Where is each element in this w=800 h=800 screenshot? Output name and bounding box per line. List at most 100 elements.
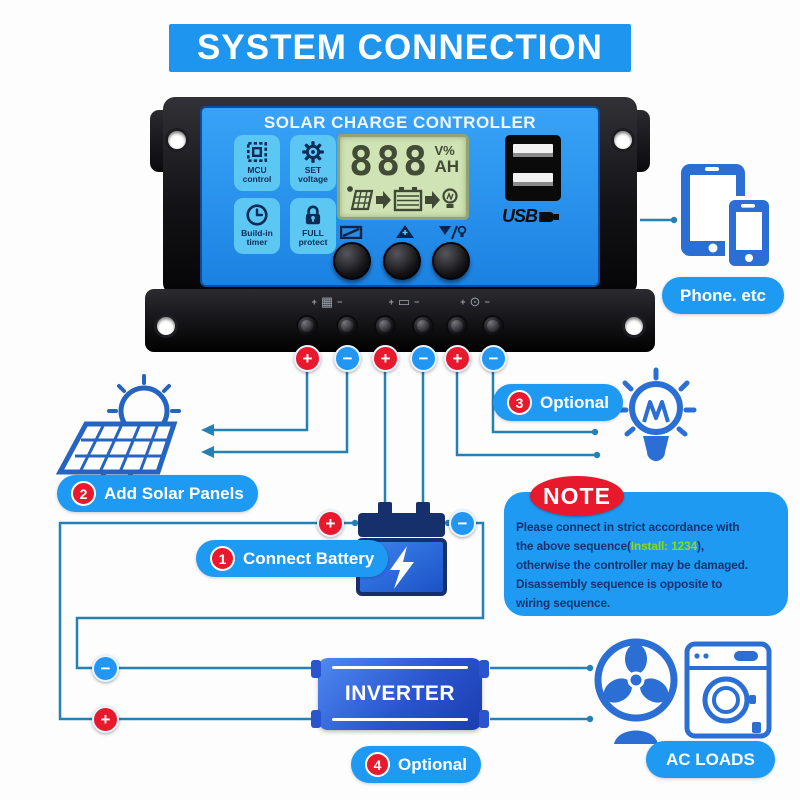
terminal-screw — [336, 315, 358, 337]
usb-logo-text: USB — [502, 206, 538, 226]
feature-mcu-control: MCU control — [234, 135, 280, 191]
feature-label: SET voltage — [298, 165, 328, 185]
phone-tablet-icon — [681, 164, 773, 270]
usb-ports — [505, 135, 561, 201]
step-label: Connect Battery — [243, 548, 375, 568]
inverter-connector — [479, 710, 489, 728]
inverter-connector — [479, 660, 489, 678]
page-title: SYSTEM CONNECTION — [197, 28, 603, 67]
ac-loads-label: AC LOADS — [646, 741, 775, 778]
step-3-optional: 3 Optional — [493, 384, 623, 421]
feature-label: Build-in timer — [241, 228, 273, 248]
feature-full-protect: FULL protect — [290, 198, 336, 254]
note-install-sequence: Install: 1234 — [630, 539, 698, 554]
light-glyph: ⊙ — [469, 294, 481, 309]
washing-machine-icon — [684, 641, 772, 739]
solar-panel-icon — [55, 374, 181, 490]
controller-title: SOLAR CHARGE CONTROLLER — [263, 113, 537, 132]
note-line: otherwise the controller may be damaged. — [516, 558, 749, 573]
battery-wire-minus-badge: − — [449, 510, 476, 537]
step-2-add-solar-panels: 2 Add Solar Panels — [57, 475, 258, 512]
up-arrow-icon — [395, 225, 415, 244]
chip-icon — [246, 141, 268, 163]
terminal-polarity-badge: + — [294, 345, 321, 372]
terminal-screw — [412, 315, 434, 337]
terminal-polarity-badge: − — [410, 345, 437, 372]
usb-plug-icon — [539, 211, 560, 222]
step-label: Add Solar Panels — [104, 483, 244, 503]
button-up — [383, 242, 421, 280]
lcd-display: 888 V% AH — [337, 134, 469, 220]
note-line: Disassembly sequence is opposite to — [516, 577, 723, 592]
terminal-screw — [296, 315, 318, 337]
step-label: Optional — [398, 754, 467, 774]
terminal-polarity-badge: + — [372, 345, 399, 372]
battery-wire-plus-badge: + — [317, 510, 344, 537]
terminal-screw — [482, 315, 504, 337]
arrowhead-solar-1 — [201, 424, 214, 436]
solar-battery-load-flow-icon — [347, 186, 458, 212]
controller-front-panel: SOLAR CHARGE CONTROLLER MCU control — [200, 106, 600, 287]
terminal-polarity-badge: + — [444, 345, 471, 372]
usb-port-1 — [513, 144, 553, 157]
clock-icon — [246, 204, 268, 226]
button-battery-type — [333, 242, 371, 280]
step-number-badge: 3 — [507, 390, 532, 415]
lock-icon — [305, 205, 321, 225]
terminal-group-solar: +▦− — [311, 294, 343, 309]
mounting-hole — [625, 317, 643, 335]
note-line: Please connect in strict accordance with — [516, 520, 740, 534]
inverter-connector — [311, 710, 321, 728]
battery-select-icon — [339, 225, 364, 244]
feature-set-voltage: SET voltage — [290, 135, 336, 191]
step-number-badge: 4 — [365, 752, 390, 777]
wire-end-dot — [593, 451, 601, 459]
terminal-polarity-badge: − — [334, 345, 361, 372]
inverter-box: INVERTER — [311, 658, 489, 730]
step-4-optional: 4 Optional — [351, 746, 481, 783]
phone-label: Phone. etc — [662, 277, 784, 314]
note-line: the above sequence(Install: 1234), — [516, 539, 705, 554]
inverter-stripe — [332, 718, 468, 721]
battery-glyph: ▭ — [397, 294, 411, 309]
mounting-hole — [614, 131, 632, 149]
step-number-badge: 1 — [210, 546, 235, 571]
note-text: Please connect in strict accordance with… — [516, 518, 778, 614]
note-title: NOTE — [543, 482, 611, 509]
step-label: Optional — [540, 392, 609, 412]
inverter-connector — [311, 660, 321, 678]
inverter-wire-plus-badge: + — [92, 706, 119, 733]
note-line: wiring sequence. — [516, 596, 611, 611]
lcd-unit-volt-percent: V% — [434, 143, 455, 158]
step-number-badge: 2 — [71, 481, 96, 506]
feature-label: MCU control — [242, 165, 272, 185]
terminal-band — [145, 289, 655, 352]
usb-port-2 — [513, 173, 553, 186]
terminal-polarity-badge: − — [480, 345, 507, 372]
wire-end-dot — [591, 428, 599, 436]
terminal-screw — [446, 315, 468, 337]
solar-panel-glyph: ▦ — [320, 294, 334, 309]
fan-icon — [594, 638, 678, 744]
button-down-light — [432, 242, 470, 280]
usb-logo: USB — [502, 206, 560, 227]
note-title-badge: NOTE — [530, 476, 624, 516]
feature-build-in-timer: Build-in timer — [234, 198, 280, 254]
lcd-unit-amp-hour: AH — [434, 156, 459, 176]
inverter-label: INVERTER — [344, 682, 456, 705]
mounting-hole — [157, 317, 175, 335]
lcd-units: V% AH — [434, 144, 459, 175]
gear-icon — [302, 141, 324, 163]
step-1-connect-battery: 1 Connect Battery — [196, 540, 389, 577]
light-bulb-icon — [615, 367, 697, 461]
terminal-group-battery: +▭− — [388, 294, 420, 309]
wire-solar-negative — [212, 371, 349, 454]
lcd-flow-icons — [340, 181, 466, 213]
inverter-stripe — [332, 666, 468, 669]
inverter-wire-minus-badge: − — [92, 655, 119, 682]
mounting-hole — [168, 131, 186, 149]
title-banner: SYSTEM CONNECTION — [169, 24, 631, 72]
feature-label: FULL protect — [298, 228, 328, 248]
arrowhead-solar-2 — [201, 446, 214, 458]
